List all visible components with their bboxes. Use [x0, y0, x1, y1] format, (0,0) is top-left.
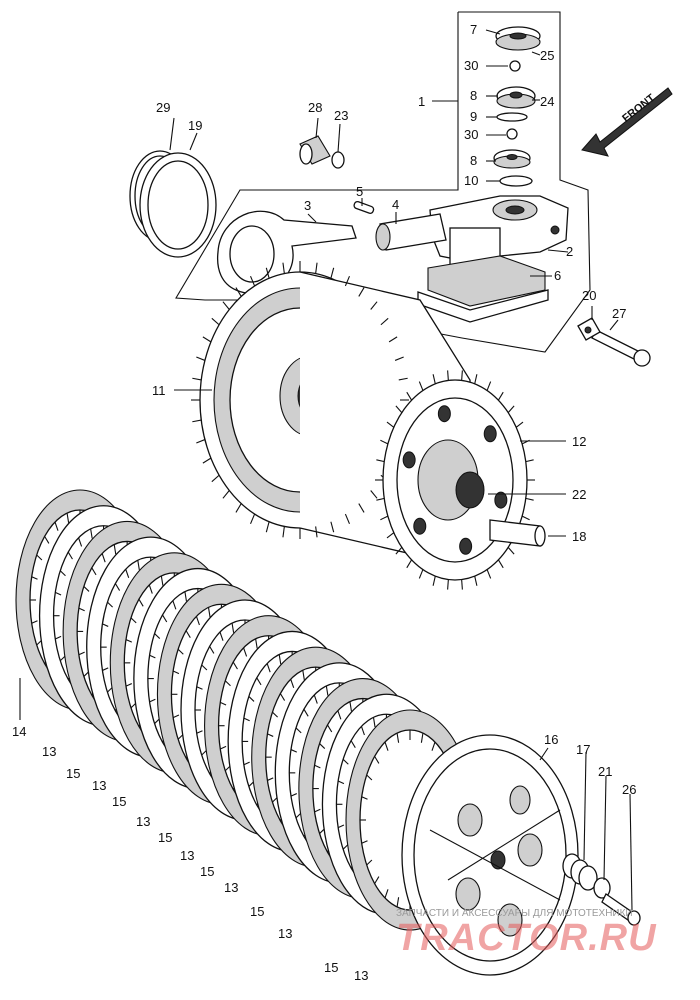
label-15-f: 15	[324, 960, 338, 975]
label-23: 23	[334, 108, 348, 123]
seal-ring-part	[331, 151, 345, 169]
lock-washer-part	[577, 317, 601, 341]
label-13-e: 13	[224, 880, 238, 895]
label-19: 19	[188, 118, 202, 133]
label-27: 27	[612, 306, 626, 321]
pump-rotor-lower-part	[493, 149, 531, 169]
label-13-d: 13	[180, 848, 194, 863]
label-15-e: 15	[250, 904, 264, 919]
label-7: 7	[470, 22, 477, 37]
label-6: 6	[554, 268, 561, 283]
label-22: 22	[572, 487, 586, 502]
label-26: 26	[622, 782, 636, 797]
label-13-a: 13	[42, 744, 56, 759]
bearing-ring-part	[139, 152, 217, 258]
clutch-spring-part	[562, 853, 598, 891]
pump-rotor-upper-part	[496, 86, 536, 109]
label-18: 18	[572, 529, 586, 544]
label-13-g: 13	[354, 968, 368, 983]
label-4: 4	[392, 197, 399, 212]
label-11: 11	[152, 383, 166, 398]
label-15-b: 15	[112, 794, 126, 809]
pump-lever-part	[216, 210, 357, 294]
part-number-labels: 1 7 25 30 8 24 9 30 8 10 5 4 3 2 6 20 27…	[12, 22, 636, 983]
watermark: ЗАПЧАСТИ И АКСЕССУАРЫ ДЛЯ МОТОТЕХНИКИ TR…	[396, 908, 657, 959]
check-ball-lower-part	[506, 128, 518, 140]
label-12: 12	[572, 434, 586, 449]
label-15-d: 15	[200, 864, 214, 879]
clutch-outer-housing	[199, 271, 471, 557]
label-15-a: 15	[66, 766, 80, 781]
label-8-upper: 8	[470, 88, 477, 103]
watermark-tagline: ЗАПЧАСТИ И АКСЕССУАРЫ ДЛЯ МОТОТЕХНИКИ	[396, 908, 633, 919]
label-24: 24	[540, 94, 554, 109]
check-ball-part	[509, 60, 521, 72]
watermark-logo: TRACTOR.RU	[396, 917, 657, 959]
bolt-part	[591, 329, 651, 367]
washer-part	[496, 112, 528, 122]
label-3: 3	[304, 198, 311, 213]
label-17: 17	[576, 742, 590, 757]
center-hub-bolts	[375, 370, 535, 590]
label-10: 10	[464, 173, 478, 188]
pump-cap-part	[495, 26, 541, 51]
label-5: 5	[356, 184, 363, 199]
label-13-f: 13	[278, 926, 292, 941]
label-28: 28	[308, 100, 322, 115]
label-29: 29	[156, 100, 170, 115]
label-21: 21	[598, 764, 612, 779]
label-14: 14	[12, 724, 26, 739]
label-8-lower: 8	[470, 153, 477, 168]
mainshaft-part	[489, 519, 546, 547]
front-direction-arrow: FRONT	[581, 87, 673, 157]
spring-bolt-part	[601, 893, 641, 926]
label-30-lower: 30	[464, 127, 478, 142]
washer-lower-part	[499, 175, 533, 187]
spring-washer-part	[593, 877, 611, 899]
label-15-c: 15	[158, 830, 172, 845]
label-30-upper: 30	[464, 58, 478, 73]
leader-lines	[19, 29, 633, 911]
label-9: 9	[470, 109, 477, 124]
label-13-b: 13	[92, 778, 106, 793]
label-20: 20	[582, 288, 596, 303]
label-2: 2	[566, 244, 573, 259]
clutch-center-hub	[382, 379, 528, 581]
label-16: 16	[544, 732, 558, 747]
pump-strainer-part	[417, 255, 549, 323]
label-25: 25	[540, 48, 554, 63]
pin-part	[353, 200, 375, 214]
label-1: 1	[418, 94, 425, 109]
label-13-c: 13	[136, 814, 150, 829]
pressure-plate-part	[401, 734, 579, 976]
bushing-part	[299, 135, 331, 165]
